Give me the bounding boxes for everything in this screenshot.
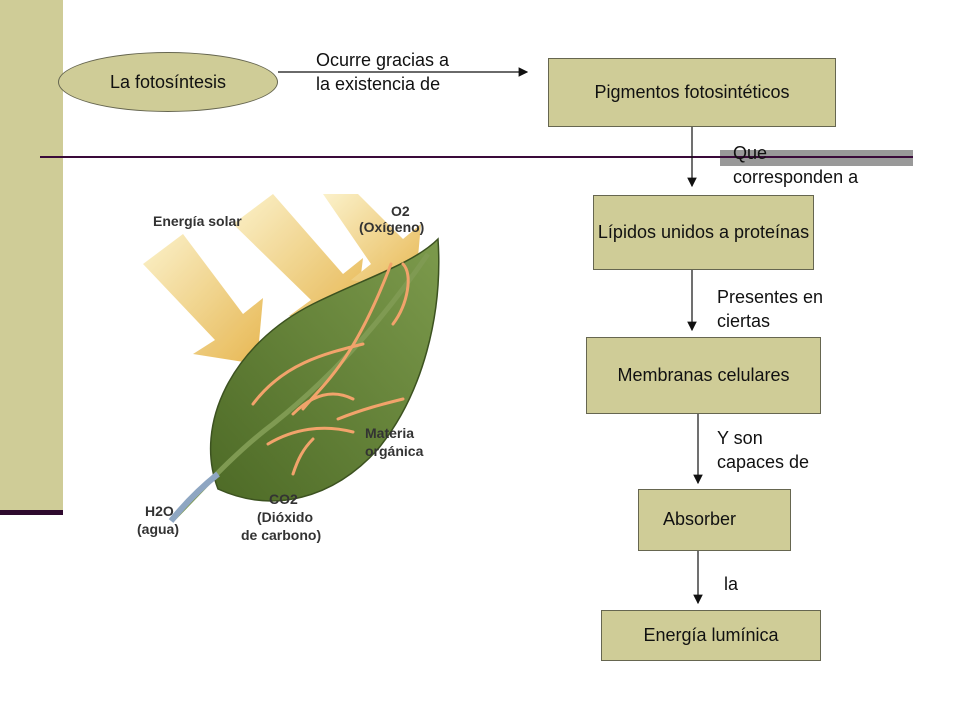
link-label-ocurre-gracias: Ocurre gracias a la existencia de: [316, 50, 450, 95]
header-divider-line: [40, 156, 913, 158]
slide-sidebar-bar: [0, 0, 63, 510]
header-accent-bar: [720, 150, 913, 166]
node-energia-luminica: Energía lumínica: [601, 610, 821, 661]
label-de-carbono: de carbono): [241, 527, 321, 543]
link-label-la: la: [724, 574, 739, 594]
sidebar-underline: [0, 510, 63, 515]
link-label-presentes-en: Presentes en ciertas: [717, 287, 824, 332]
label-energia-solar: Energía solar: [153, 213, 242, 229]
node-pigmentos-fotosinteticos: Pigmentos fotosintéticos: [548, 58, 836, 127]
label-co2: CO2: [269, 491, 298, 507]
node-absorber: Absorber: [638, 489, 791, 551]
link-label-que-corresponden: Que corresponden a: [733, 143, 859, 188]
label-dioxido: (Dióxido: [257, 509, 313, 525]
label-organica: orgánica: [365, 443, 424, 459]
label-materia: Materia: [365, 425, 414, 441]
node-lipidos-unidos: Lípidos unidos a proteínas: [593, 195, 814, 270]
start-node-fotosintesis: La fotosíntesis: [58, 52, 278, 112]
label-h2o: H2O: [145, 503, 174, 519]
label-agua: (agua): [137, 521, 179, 537]
link-label-y-son-capaces: Y son capaces de: [717, 428, 810, 473]
flow-arrow-icons: [251, 262, 410, 476]
leaf-shape: [209, 237, 440, 502]
leaf-photosynthesis-illustration: Energía solar O2 (Oxígeno) Materia orgán…: [123, 194, 466, 549]
label-o2: O2: [391, 203, 410, 219]
label-oxigeno: (Oxígeno): [359, 219, 424, 235]
node-membranas-celulares: Membranas celulares: [586, 337, 821, 414]
